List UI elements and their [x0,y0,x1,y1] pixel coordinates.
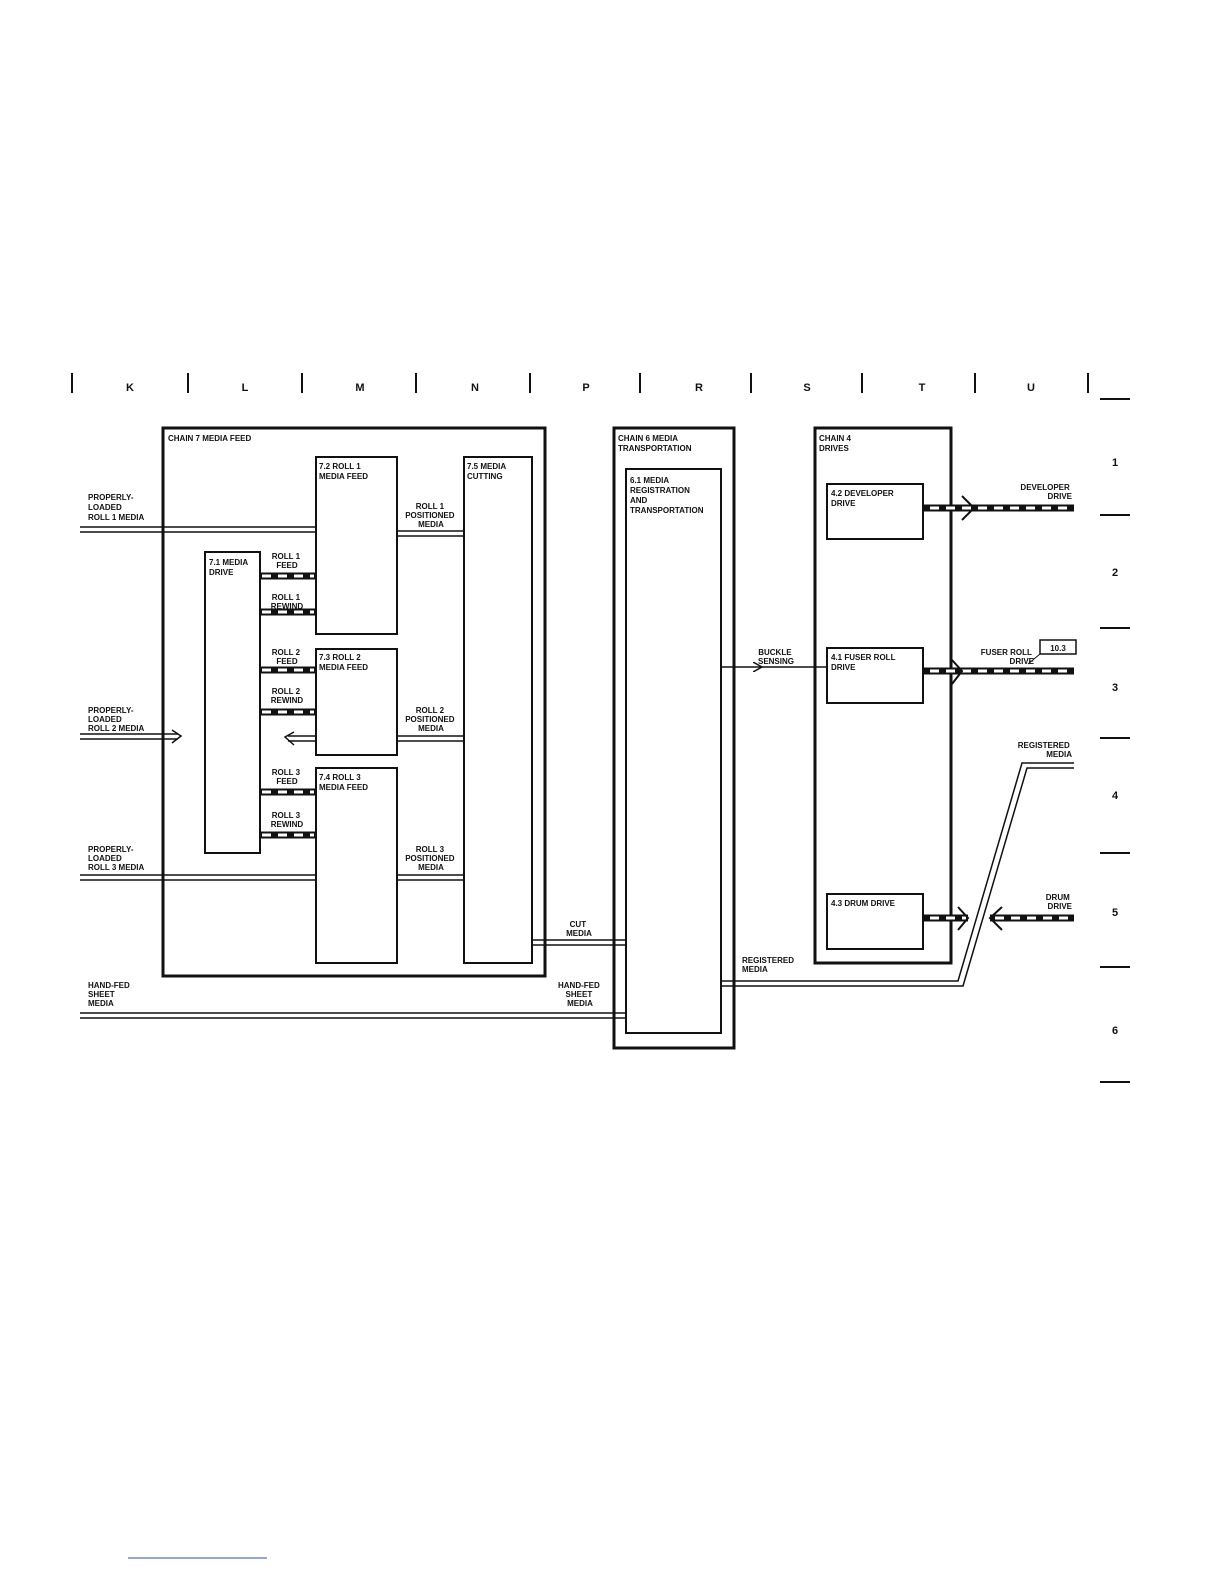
chain4-box [813,426,953,965]
row-number-2: 2 [1112,567,1118,579]
column-letter-p: P [582,382,589,394]
reference-number: 10.3 [1050,644,1066,653]
label-hand-fed-mid: HAND-FED SHEET MEDIA [558,981,602,1008]
chain7-title: CHAIN 7 MEDIA FEED [168,434,251,443]
row-number-6: 6 [1112,1025,1118,1037]
column-letter-s: S [803,382,810,394]
reference-box [1039,639,1077,655]
label-roll3-rewind: ROLL 3 REWIND [271,811,304,829]
block-4-1-label: 4.1 FUSER ROLL DRIVE [831,653,898,672]
label-fuser-roll-drive: FUSER ROLL DRIVE [981,648,1035,666]
row-number-5: 5 [1112,907,1118,919]
row-number-4: 4 [1112,790,1119,802]
label-registered-media-mid: REGISTERED MEDIA [742,956,796,974]
block-6-1-registration [625,468,722,1034]
row-ruler [1100,398,1130,1083]
media-flow-lines [80,526,1074,1019]
column-letter-k: K [126,382,134,394]
column-letter-n: N [471,382,479,394]
label-roll1-positioned: ROLL 1 POSITIONED MEDIA [405,502,457,529]
label-roll1-rewind: ROLL 1 REWIND [271,593,304,611]
label-roll3-feed: ROLL 3 FEED [272,768,303,786]
row-number-1: 1 [1112,457,1118,469]
column-letter-u: U [1027,382,1035,394]
block-7-4-label: 7.4 ROLL 3 MEDIA FEED [319,773,368,792]
label-roll1-input: PROPERLY- LOADED ROLL 1 MEDIA [88,493,145,522]
block-7-1-media-drive [204,551,261,854]
column-letter-l: L [242,382,249,394]
column-letter-r: R [695,382,703,394]
chain4-title: CHAIN 4 DRIVES [819,434,853,453]
block-7-2-label: 7.2 ROLL 1 MEDIA FEED [319,462,368,481]
label-registered-media-out: REGISTERED MEDIA [1018,741,1072,759]
label-drum-drive: DRUM DRIVE [1046,893,1073,911]
label-roll2-rewind: ROLL 2 REWIND [271,687,304,705]
label-cut-media: CUT MEDIA [566,920,592,938]
block-7-1-label: 7.1 MEDIA DRIVE [209,558,250,577]
block-7-4-roll3-media-feed [315,767,398,964]
column-ruler [71,373,1089,393]
label-developer-drive: DEVELOPER DRIVE [1020,483,1072,501]
block-6-1-label: 6.1 MEDIA REGISTRATION AND TRANSPORTATIO… [630,476,704,515]
block-7-3-label: 7.3 ROLL 2 MEDIA FEED [319,653,368,672]
block-7-3-roll2-media-feed [315,648,398,756]
label-roll1-feed: ROLL 1 FEED [272,552,303,570]
column-letter-m: M [355,382,364,394]
block-7-5-media-cutting [463,456,533,964]
chain6-title: CHAIN 6 MEDIA TRANSPORTATION [618,434,692,453]
drive-lines [260,495,1074,931]
block-4-2-label: 4.2 DEVELOPER DRIVE [831,489,896,508]
block-4-1-fuser-roll-drive [826,647,924,704]
label-roll3-positioned: ROLL 3 POSITIONED MEDIA [405,845,457,872]
roll2-return-arrowhead [283,731,295,746]
reference-leader [1027,653,1041,665]
label-roll2-feed: ROLL 2 FEED [272,648,303,666]
chain7-box [161,426,547,978]
label-roll3-input: PROPERLY- LOADED ROLL 3 MEDIA [88,845,145,872]
row-number-3: 3 [1112,682,1118,694]
label-roll2-positioned: ROLL 2 POSITIONED MEDIA [405,706,457,733]
label-hand-fed-input: HAND-FED SHEET MEDIA [88,981,132,1008]
roll2-input-arrowhead [171,729,183,744]
label-roll2-input: PROPERLY- LOADED ROLL 2 MEDIA [88,706,145,733]
label-buckle-sensing: BUCKLE SENSING [758,648,794,666]
block-4-3-label: 4.3 DRUM DRIVE [831,899,896,908]
block-7-2-roll1-media-feed [315,456,398,635]
column-letter-t: T [919,382,926,394]
chain6-box [612,426,736,1050]
block-7-5-label: 7.5 MEDIA CUTTING [467,462,508,481]
